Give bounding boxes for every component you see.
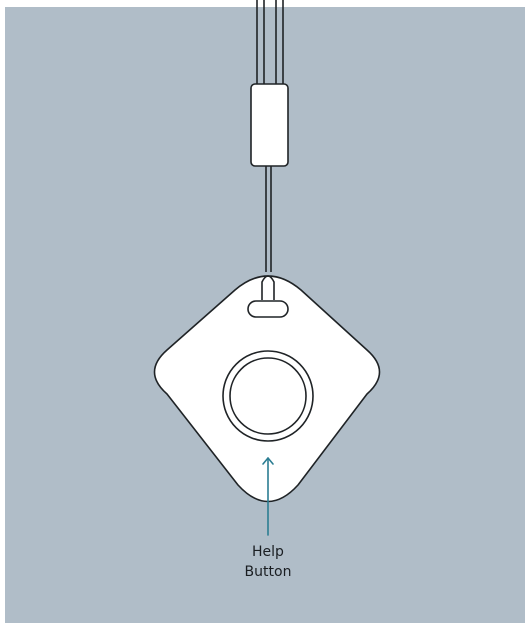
help-button-label-line2: Button bbox=[213, 562, 323, 582]
lanyard-hole bbox=[248, 301, 288, 317]
help-button-label: Help Button bbox=[213, 542, 323, 582]
help-button bbox=[223, 351, 313, 441]
help-button-label-line1: Help bbox=[213, 542, 323, 562]
lanyard-slider bbox=[251, 84, 288, 166]
lanyard-cord-lower bbox=[266, 166, 271, 272]
lanyard-cord-upper bbox=[257, 0, 283, 86]
